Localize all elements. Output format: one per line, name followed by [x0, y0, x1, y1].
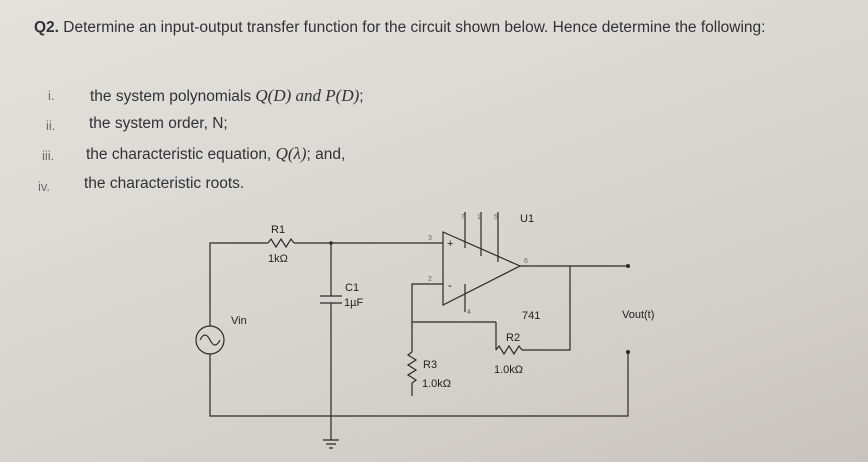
item-3-text: the characteristic equation,: [86, 146, 276, 163]
item-4: the characteristic roots.: [84, 175, 244, 193]
wire-feedback-right: [495, 266, 571, 351]
item-1-text: the system polynomials: [90, 88, 256, 105]
vin-source: [195, 325, 225, 355]
output-terminal: [626, 264, 630, 268]
junction-c1: [329, 241, 333, 245]
opamp-minus-label: -: [448, 280, 452, 292]
wire-bottom: [209, 352, 629, 417]
item-2-number: ii.: [46, 118, 56, 133]
opamp-name: U1: [520, 213, 534, 225]
r2-feedback-resistor: [495, 344, 523, 356]
item-3-number: iii.: [42, 148, 55, 163]
question-text: Q2. Determine an input-output transfer f…: [34, 18, 834, 38]
r3-resistor: [406, 351, 418, 384]
item-4-text: the characteristic roots.: [84, 175, 245, 192]
item-3-math: Q(λ): [275, 144, 307, 163]
output-return-terminal: [626, 350, 630, 354]
question-label: Q2.: [34, 19, 59, 36]
pin-3-label: 3: [428, 235, 432, 242]
vin-sine: [199, 334, 221, 346]
r2-value: 1.0kΩ: [494, 364, 523, 376]
c1-value: 1µF: [344, 297, 363, 309]
pin-1-label: 1: [477, 214, 481, 221]
item-2: the system order, N;: [89, 115, 228, 133]
ground-symbol: [323, 439, 339, 449]
pin-7-label: 7: [461, 214, 465, 221]
r3-value: 1.0kΩ: [422, 378, 451, 390]
item-3: the characteristic equation, Q(λ); and,: [86, 144, 345, 164]
item-1-number: i.: [48, 88, 55, 103]
r1-resistor: [267, 237, 295, 249]
opamp-plus-label: +: [447, 238, 453, 250]
vin-label: Vin: [231, 315, 247, 327]
opamp-model: 741: [522, 310, 540, 322]
r1-value: 1kΩ: [268, 253, 288, 265]
item-3-suffix: ; and,: [306, 146, 346, 163]
c1-name: C1: [345, 282, 359, 294]
item-2-text: the system order, N;: [89, 115, 228, 132]
r3-name: R3: [423, 359, 437, 371]
wire-minus: [411, 283, 443, 352]
item-1-suffix: ;: [359, 88, 364, 105]
vout-label: Vout(t): [622, 309, 654, 321]
pin-5-label: 5: [494, 214, 498, 221]
pin-4-label: 4: [467, 309, 471, 316]
pin-6-label: 6: [524, 258, 528, 265]
wire-top: [209, 242, 268, 326]
r1-name: R1: [271, 224, 285, 236]
question-body: Determine an input-output transfer funct…: [63, 19, 766, 36]
item-1-math: Q(D) and P(D): [255, 86, 360, 105]
item-4-number: iv.: [38, 179, 51, 194]
pin-2-label: 2: [428, 276, 432, 283]
r2-name: R2: [506, 332, 520, 344]
item-1: the system polynomials Q(D) and P(D);: [90, 86, 364, 106]
